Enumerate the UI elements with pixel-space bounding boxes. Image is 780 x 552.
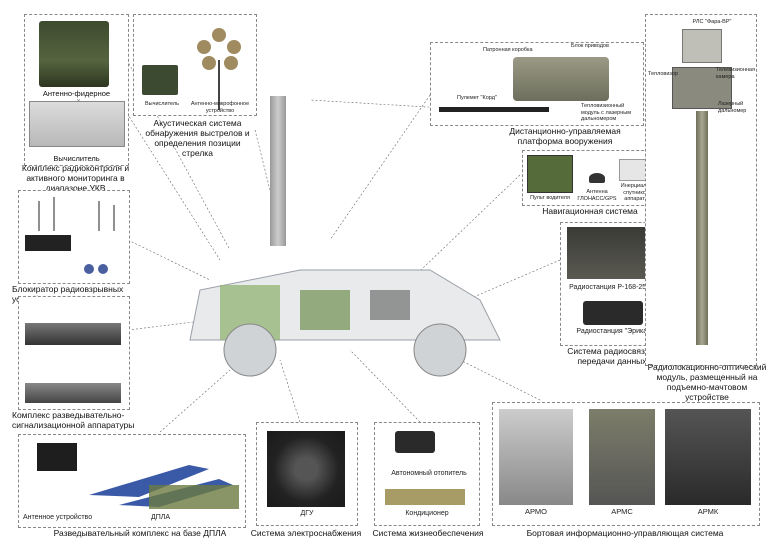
inertial-unit-label: Инерциально-спутниковая аппаратура xyxy=(620,183,658,202)
glonass-antenna-label: Антенна ГЛОНАСС/GPS xyxy=(577,189,617,202)
laser-rangefinder-label: Лазерный дальномер xyxy=(718,101,747,114)
machine-gun-label: Пулемет "Корд" xyxy=(457,95,497,101)
weapon-platform-image xyxy=(513,57,609,101)
mast-image xyxy=(696,111,708,345)
armo-label: АРМО xyxy=(524,507,547,516)
dgu-image xyxy=(267,431,345,507)
thermal-imager-label: Тепловизор xyxy=(648,71,678,77)
heater-image xyxy=(395,431,435,453)
acoustic-panel: Вычислитель Антенно-микрофонное устройст… xyxy=(133,14,257,116)
radio-comm-caption: Система радиосвязи и передачи данных xyxy=(567,346,657,366)
radio-control-caption: Комплекс радиоконтроля и активного монит… xyxy=(21,163,130,193)
acoustic-computer-image xyxy=(142,65,178,95)
antenna-feeder-image xyxy=(39,21,109,87)
acoustic-mic-image xyxy=(197,28,241,110)
recon-device-2-image xyxy=(25,383,121,403)
radio-station-1-label: Радиостанция Р-168-25-У2 xyxy=(569,284,657,291)
recon-device-1-image xyxy=(25,323,121,345)
driver-panel-label: Пульт водителя xyxy=(530,195,570,201)
weapon-platform-caption: Дистанционно-управляемая платформа воору… xyxy=(509,126,621,146)
uav-antenna-image xyxy=(37,443,77,471)
life-support-panel: Автономный отопитель Кондиционер xyxy=(374,422,480,526)
power-caption: Система электроснабжения xyxy=(250,528,362,538)
arms-image xyxy=(589,409,655,505)
info-system-caption: Бортовая информационно-управляющая систе… xyxy=(526,528,724,538)
radio-computer-label: Вычислитель xyxy=(53,154,100,163)
radar-head-image xyxy=(682,29,722,63)
uav-label: ДПЛА xyxy=(151,514,171,521)
radio-computer-image xyxy=(29,101,125,147)
navigation-panel: Пульт водителя Антенна ГЛОНАСС/GPS Инерц… xyxy=(522,150,664,206)
blocker-panel xyxy=(18,190,130,284)
power-panel: ДГУ xyxy=(256,422,358,526)
cartridge-box-label: Патронная коробка xyxy=(483,47,533,53)
machine-gun-image xyxy=(439,107,549,112)
acoustic-caption: Акустическая система обнаружения выстрел… xyxy=(145,118,250,158)
armk-label: АРМК xyxy=(697,507,719,516)
radar-caption: Радиолокационно-оптический модуль, разме… xyxy=(647,362,767,402)
acoustic-mic-label: Антенно-микрофонное устройство xyxy=(190,101,250,114)
glonass-antenna-image xyxy=(589,173,605,183)
blocker-antennas-image xyxy=(38,197,115,274)
conditioner-label: Кондиционер xyxy=(405,510,449,517)
tv-camera-label: Телевизионная камера xyxy=(716,67,755,80)
rls-label: РЛС "Фара-ВР" xyxy=(692,19,732,25)
uav-panel: Антенное устройство ДПЛА xyxy=(18,434,246,528)
driver-panel-image xyxy=(527,155,573,193)
radio-station-1-image xyxy=(567,227,659,279)
radio-control-panel: Антенно-фидерное устройство Вычислитель xyxy=(24,14,129,166)
drive-block-label: Блок приводов xyxy=(571,43,609,49)
vehicle-image xyxy=(180,240,510,380)
uav-antenna-label: Антенное устройство xyxy=(23,514,93,521)
thermal-module-label: Тепловизионный модуль с лазерным дальном… xyxy=(581,103,631,122)
vehicle-mast-image xyxy=(270,96,286,246)
radio-station-2-label: Радиостанция "Эрика" xyxy=(576,328,650,335)
dgu-label: ДГУ xyxy=(300,510,314,517)
blocker-image xyxy=(25,235,71,251)
heater-label: Автономный отопитель xyxy=(391,470,467,477)
weapon-platform-panel: Патронная коробка Блок приводов Пулемет … xyxy=(430,42,644,126)
recon-signal-caption: Комплекс разведывательно-сигнализационно… xyxy=(12,410,135,430)
life-support-caption: Система жизнеобеспечения xyxy=(372,528,484,538)
armk-image xyxy=(665,409,751,505)
radar-camera-image xyxy=(672,67,732,109)
acoustic-computer-label: Вычислитель xyxy=(145,101,179,107)
armo-image xyxy=(499,409,573,505)
uav-drone-image xyxy=(89,465,239,509)
arms-label: АРМС xyxy=(611,507,633,516)
recon-signal-panel xyxy=(18,296,130,410)
info-system-panel: АРМО АРМС АРМК xyxy=(492,402,760,526)
navigation-caption: Навигационная система xyxy=(542,206,638,216)
radio-station-2-image xyxy=(583,301,643,325)
radar-panel: РЛС "Фара-ВР" Тепловизор Телевизионная к… xyxy=(645,14,757,366)
conditioner-image xyxy=(385,489,465,505)
uav-caption: Разведывательный комплекс на базе ДПЛА xyxy=(53,528,227,538)
